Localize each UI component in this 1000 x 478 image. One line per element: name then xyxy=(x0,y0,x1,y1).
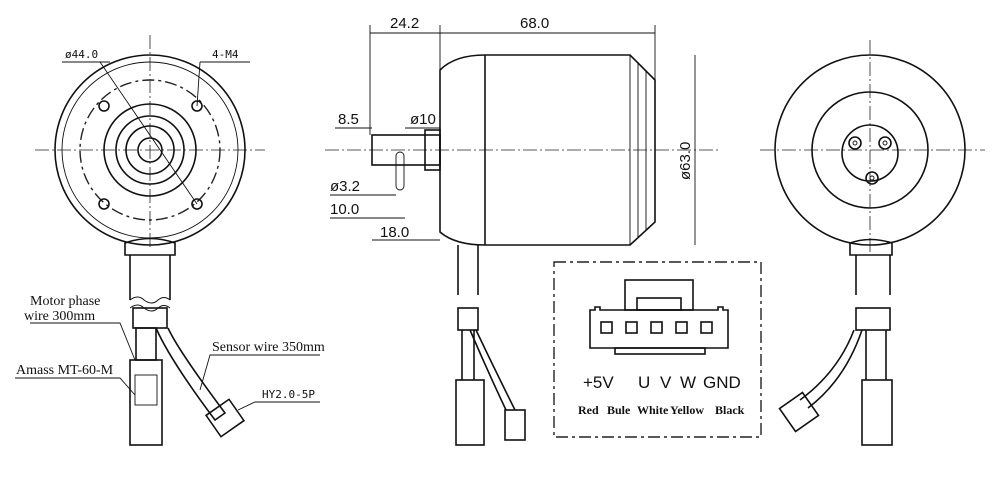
color-black: Black xyxy=(715,403,745,417)
pin-5v: +5V xyxy=(583,373,614,392)
pin-u: U xyxy=(638,373,650,392)
color-blue: Bule xyxy=(607,403,631,417)
sensor-wire-label: Sensor wire 350mm xyxy=(212,340,325,355)
color-red: Red xyxy=(578,403,599,417)
front-diameter-label: ø44.0 xyxy=(65,48,98,61)
phase-connector-label: Amass MT-60-M xyxy=(16,363,114,378)
dim-8-5: 8.5 xyxy=(338,111,359,128)
phase-wire-label-2: wire 300mm xyxy=(24,309,95,324)
sensor-pinout: +5V U V W GND Red Bule White Yellow Blac… xyxy=(553,261,762,438)
dim-key-diameter: ø3.2 xyxy=(330,178,360,195)
pin-gnd: GND xyxy=(703,373,741,392)
mounting-holes-label: 4-M4 xyxy=(212,48,239,61)
dim-shaft-diameter: ø10 xyxy=(410,111,436,128)
side-view: 24.2 68.0 8.5 ø10 ø63.0 ø3.2 10.0 18.0 xyxy=(325,15,720,446)
dim-18: 18.0 xyxy=(380,224,409,241)
rear-view xyxy=(760,40,985,446)
dim-body-length: 68.0 xyxy=(520,15,549,32)
color-white: White xyxy=(637,403,669,417)
pin-w: W xyxy=(680,373,696,392)
sensor-connector-label: HY2.0-5P xyxy=(262,388,315,401)
color-yellow: Yellow xyxy=(670,403,704,417)
phase-wire-label-1: Motor phase xyxy=(30,294,100,309)
dim-shaft-ext: 24.2 xyxy=(390,15,419,32)
front-view: ø44.0 4-M4 Motor phase wire 300mm Amass … xyxy=(15,35,325,446)
pin-v: V xyxy=(660,373,672,392)
dim-body-diameter: ø63.0 xyxy=(677,142,694,180)
dim-10: 10.0 xyxy=(330,201,359,218)
